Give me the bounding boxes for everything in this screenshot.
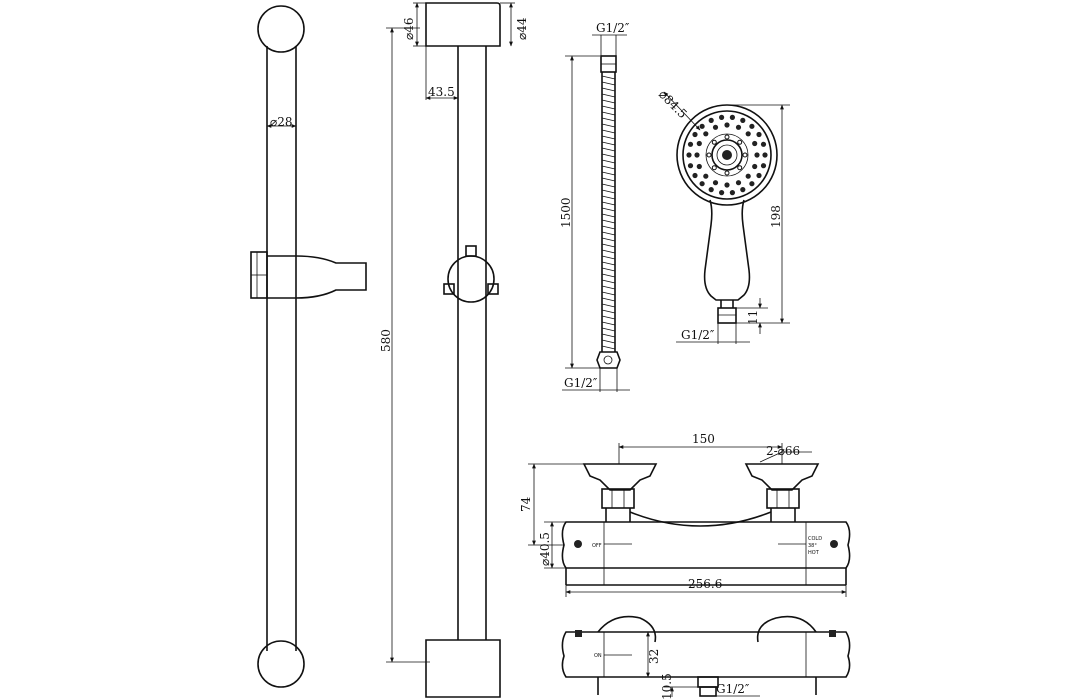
nozzle-icon: [696, 140, 702, 147]
nozzle-icon: [686, 152, 692, 158]
valve-centres-label: 150: [692, 432, 715, 446]
nozzle-icon: [708, 117, 714, 123]
rail-diameter-label: ⌀28: [270, 115, 293, 129]
nozzle-icon: [724, 170, 730, 176]
nozzle-icon: [760, 141, 767, 147]
nozzle-icon: [735, 180, 742, 186]
hot-label: HOT: [808, 550, 820, 556]
valve-inlet-diameter-label: 2-⌀66: [766, 444, 800, 458]
nozzle-icon: [706, 152, 712, 158]
nozzle-icon: [724, 182, 730, 188]
bracket-diameter-label: ⌀46: [402, 18, 416, 41]
nozzle-icon: [752, 140, 758, 147]
nozzle-icon: [699, 181, 705, 187]
nozzle-icon: [735, 124, 742, 130]
cold-label: COLD: [808, 536, 822, 542]
nozzle-icon: [742, 152, 748, 158]
hose-length-label: 1500: [559, 197, 573, 228]
bracket-width-label: ⌀44: [515, 17, 529, 40]
outlet-length-label: 10.5: [660, 673, 674, 700]
nozzle-icon: [712, 180, 719, 186]
nozzle-icon: [712, 124, 719, 130]
nozzle-icon: [737, 165, 743, 171]
nozzle-icon: [724, 122, 730, 128]
nozzle-icon: [752, 163, 758, 170]
slider-holder: [250, 251, 367, 299]
hose-bottom-thread-label: G1/2″: [564, 376, 598, 390]
nozzle-icon: [711, 165, 717, 171]
nozzle-icon: [740, 117, 746, 123]
handset-length-label: 198: [769, 205, 783, 228]
nozzle-icon: [756, 131, 762, 138]
nozzle-icon: [756, 172, 762, 179]
handset-diameter-label: ⌀84.5: [656, 87, 690, 121]
valve-height-label: 74: [519, 496, 533, 512]
nozzle-icon: [711, 139, 717, 145]
nozzle-icon: [745, 131, 751, 137]
nozzle-icon: [749, 123, 755, 129]
riser-rail-front-view: ⌀28: [250, 5, 367, 688]
nozzle-icon: [719, 190, 725, 196]
rail-length-label: 580: [379, 329, 393, 352]
bottom-bracket-disc: [257, 640, 305, 688]
valve-top-view: ON 32 10.5 G1/2″: [561, 615, 851, 700]
nozzle-icon: [686, 114, 768, 196]
nozzle-icon: [699, 123, 705, 129]
nozzle-icon: [708, 187, 714, 193]
nozzle-icon: [687, 163, 694, 169]
nozzle-icon: [762, 152, 768, 158]
valve-depth-label: 32: [647, 649, 661, 664]
nozzle-icon: [740, 187, 746, 193]
top-bracket-disc: [257, 5, 305, 53]
handset-thread-label: G1/2″: [681, 328, 715, 342]
nozzle-icon: [729, 190, 736, 196]
nozzle-icon: [694, 152, 700, 158]
riser-rail-side-view: ⌀46 ⌀44 43.5 580: [379, 2, 529, 698]
valve-body-diameter-label: ⌀40.5: [538, 532, 552, 566]
valve-front-view: OFF COLD 38° HOT 150 2-⌀66 74 ⌀40.5 256.…: [519, 432, 851, 597]
nozzle-icon: [703, 173, 709, 179]
nozzle-icon: [692, 131, 698, 138]
nozzle-icon: [696, 163, 702, 170]
valve-length-label: 256.6: [688, 577, 722, 591]
nozzle-icon: [754, 152, 760, 158]
nozzle-icon: [760, 163, 767, 169]
shower-handset: ⌀84.5 198 11 G1/2″: [656, 87, 790, 344]
nozzle-icon: [719, 114, 725, 120]
nozzle-icon: [729, 114, 736, 120]
nozzle-icon: [737, 139, 743, 145]
outlet-thread-label: G1/2″: [716, 682, 750, 696]
wall-offset-label: 43.5: [428, 85, 455, 99]
hose-top-thread-label: G1/2″: [596, 21, 630, 35]
shower-hose: G1/2″ 1500 G1/2″: [559, 21, 630, 392]
nozzle-icon: [749, 181, 755, 187]
temp-label: 38°: [808, 543, 817, 549]
handset-thread-length-label: 11: [746, 310, 760, 325]
slider-knob: [447, 255, 495, 303]
nozzle-icon: [745, 173, 751, 179]
nozzle-icon: [687, 141, 694, 147]
nozzle-icon: [692, 172, 698, 179]
nozzle-icon: [703, 131, 709, 137]
on-label: ON: [594, 653, 602, 659]
off-label: OFF: [592, 543, 602, 549]
nozzle-icon: [724, 134, 730, 140]
